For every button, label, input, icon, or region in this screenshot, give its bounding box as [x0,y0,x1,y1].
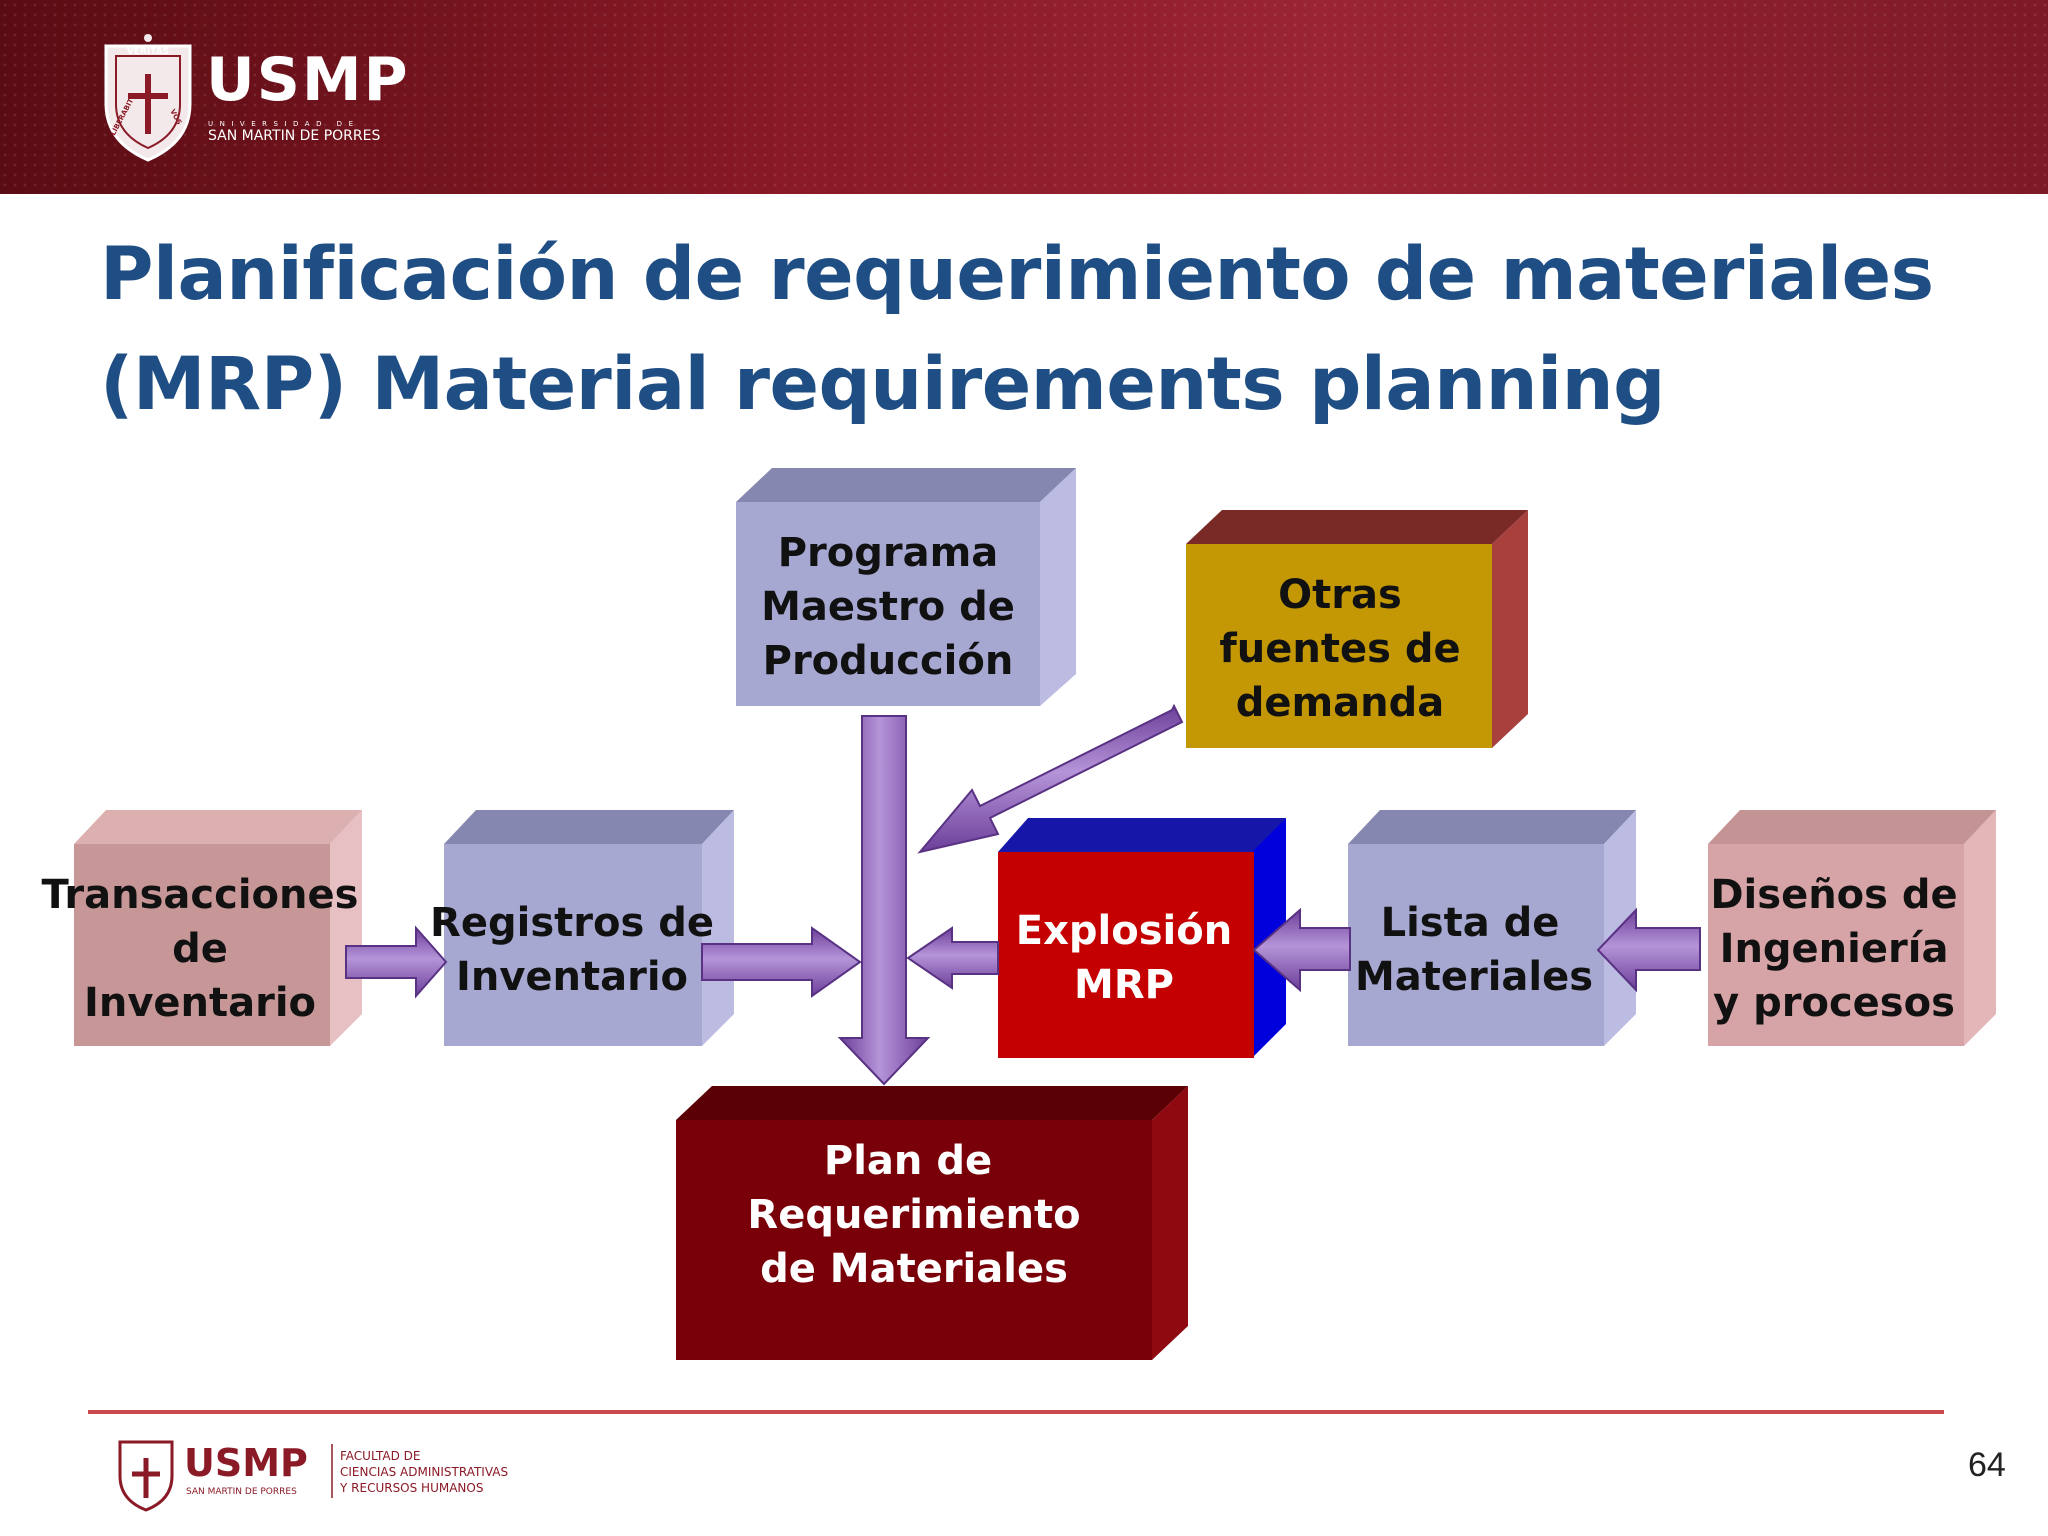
slide-title: Planificación de requerimiento de materi… [100,220,1980,440]
crest-motto-top: VERITAS [127,47,169,57]
label-registros-1: Registros de [430,900,714,946]
label-programa-3: Producción [763,638,1014,684]
box-transacciones [74,810,362,1046]
label-lista-2: Materiales [1355,954,1593,1000]
box-otras [1186,510,1528,748]
label-plan-2: Requerimiento [747,1192,1080,1238]
box-lista [1348,810,1636,1046]
label-explosion-2: MRP [1074,962,1174,1008]
label-registros-2: Inventario [456,954,688,1000]
footer-faculty-1: FACULTAD DE [340,1449,420,1463]
label-otras-2: fuentes de [1219,626,1460,672]
arrow-transacciones-to-registros [345,925,448,999]
footer-logo-subtitle: SAN MARTIN DE PORRES [186,1487,297,1497]
title-line-1: Planificación de requerimiento de materi… [100,232,1934,317]
usmp-logo: VERITAS LIBERABIT VOS USMP UNIVERSIDAD D… [104,34,410,162]
arrow-explosion-to-center [906,926,999,990]
box-registros [444,810,734,1046]
arrow-disenos-to-lista [1596,907,1701,993]
label-transacciones-3: Inventario [84,980,316,1026]
label-explosion-1: Explosión [1016,908,1232,954]
crest-icon [104,34,192,162]
logo-name: USMP [206,45,410,115]
label-transacciones-2: de [172,926,228,972]
footer-faculty-3: Y RECURSOS HUMANOS [339,1481,483,1495]
header-band: VERITAS LIBERABIT VOS USMP UNIVERSIDAD D… [0,0,2048,194]
label-plan-3: de Materiales [760,1246,1068,1292]
footer-divider [88,1410,1944,1414]
label-disenos-1: Diseños de [1710,872,1957,918]
label-programa-2: Maestro de [761,584,1015,630]
label-transacciones-1: Transacciones [42,872,359,918]
label-programa-1: Programa [778,530,999,576]
box-programa [736,468,1076,706]
logo-subtitle: SAN MARTIN DE PORRES [208,128,380,144]
page-number: 64 [1968,1446,2006,1484]
box-explosion [998,818,1286,1058]
arrow-registros-to-center [701,926,862,998]
arrow-programa-to-plan [837,715,931,1086]
box-plan [676,1086,1188,1360]
title-line-2: (MRP) Material requirements planning [100,342,1665,427]
label-plan-1: Plan de [824,1138,992,1184]
label-disenos-2: Ingeniería [1720,926,1949,972]
footer-crest-icon [118,1440,174,1512]
arrow-otras-to-center [917,703,1184,854]
logo-university: UNIVERSIDAD DE [208,120,360,128]
footer-logo-name: USMP [184,1441,308,1485]
label-otras-1: Otras [1278,572,1402,618]
label-otras-3: demanda [1236,680,1445,726]
footer-faculty-2: CIENCIAS ADMINISTRATIVAS [340,1465,508,1479]
footer-logo: USMP SAN MARTIN DE PORRES FACULTAD DE CI… [118,1440,508,1512]
box-disenos [1708,810,1996,1046]
label-lista-1: Lista de [1381,900,1560,946]
arrow-lista-to-explosion [1252,907,1351,993]
label-disenos-3: y procesos [1713,980,1955,1026]
